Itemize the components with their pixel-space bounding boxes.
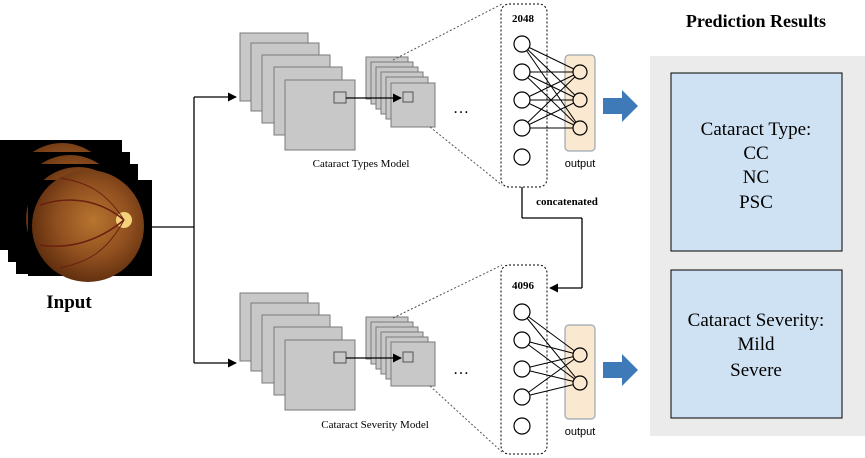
cataract-severity-item: Mild xyxy=(738,334,775,355)
cataract-type-item: CC xyxy=(743,143,768,164)
cataract-type-item: NC xyxy=(743,167,769,188)
cataract-type-box xyxy=(670,72,843,252)
types-model-caption: Cataract Types Model xyxy=(313,158,410,170)
results-title: Prediction Results xyxy=(686,11,826,31)
severity-output-neurons xyxy=(572,347,588,391)
severity-output-layer xyxy=(564,324,596,420)
severity-ellipsis: … xyxy=(453,361,469,378)
cataract-severity-box xyxy=(670,269,843,419)
types-zoom-line-top xyxy=(392,3,503,61)
branch-connector xyxy=(152,92,237,368)
types-kernel xyxy=(333,91,347,104)
types-connections xyxy=(521,43,581,129)
types-small-maps xyxy=(365,56,436,128)
types-output-neurons xyxy=(572,64,588,136)
severity-small-kernel xyxy=(402,351,414,363)
severity-connections xyxy=(521,311,581,398)
types-feature-count: 2048 xyxy=(512,13,535,25)
severity-output-label: output xyxy=(565,426,596,438)
types-zoom-line-bottom xyxy=(429,126,503,186)
cataract-type-heading: Cataract Type: xyxy=(701,119,812,140)
types-result-arrow xyxy=(603,90,638,122)
cataract-severity-heading: Cataract Severity: xyxy=(688,310,825,331)
severity-kernel xyxy=(333,351,347,364)
types-ellipsis: … xyxy=(453,100,469,117)
severity-model-caption: Cataract Severity Model xyxy=(321,419,429,431)
input-label: Input xyxy=(46,292,92,313)
cataract-severity-item: Severe xyxy=(730,360,782,381)
input-image-stack xyxy=(0,140,152,282)
severity-zoom-line-bottom xyxy=(429,385,503,453)
types-small-kernel xyxy=(402,91,414,103)
types-output-label: output xyxy=(565,158,596,170)
severity-feature-layer xyxy=(500,264,548,455)
severity-result-arrow xyxy=(603,354,638,386)
severity-zoom-line-top xyxy=(392,264,503,319)
severity-feature-count: 4096 xyxy=(512,280,535,292)
concat-label: concatenated xyxy=(536,196,598,208)
concat-connector xyxy=(521,187,583,293)
severity-input-neurons xyxy=(513,303,531,435)
cataract-type-item: PSC xyxy=(739,192,773,213)
types-input-neurons xyxy=(513,35,531,166)
severity-small-maps xyxy=(365,316,436,387)
